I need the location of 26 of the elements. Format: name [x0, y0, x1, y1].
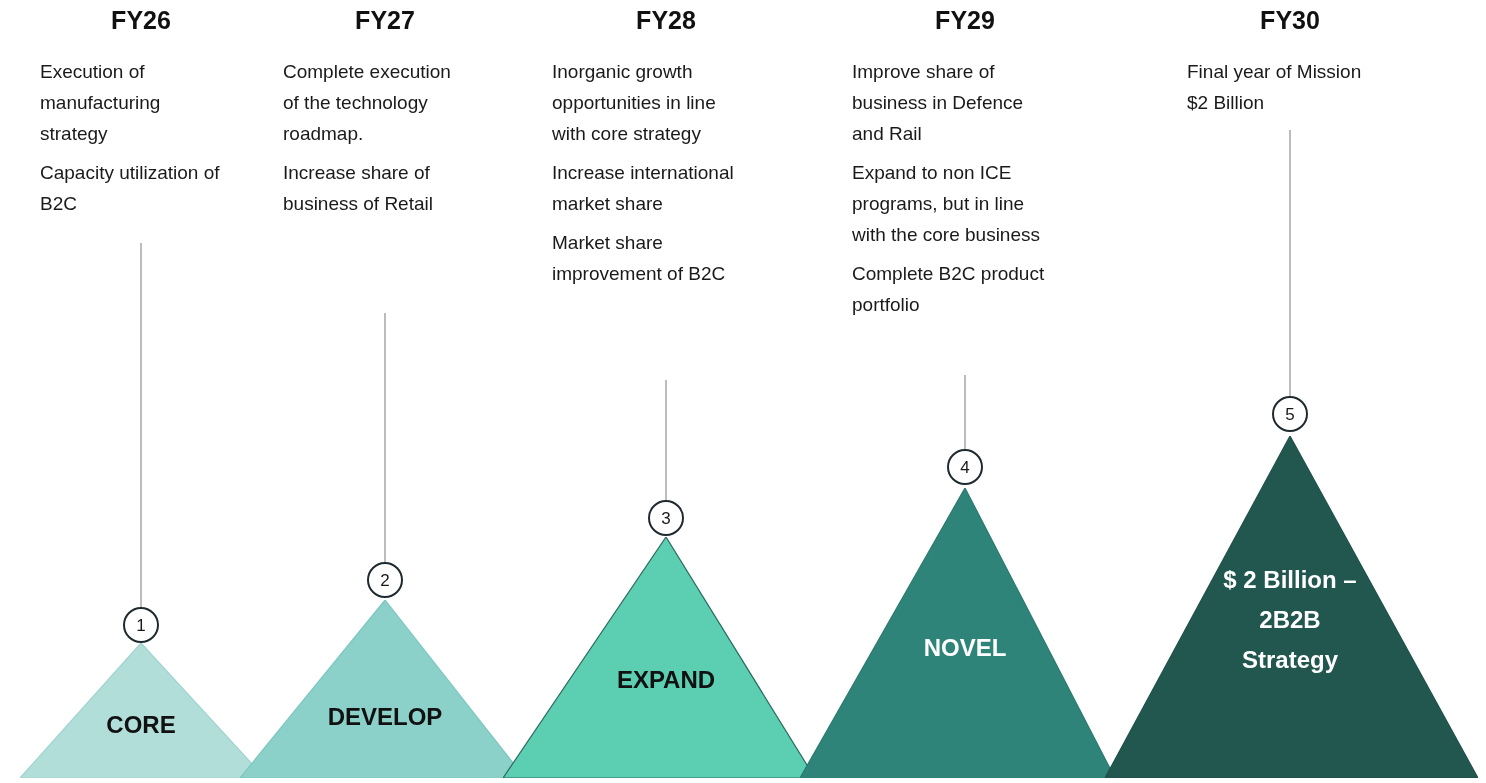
stage-label: EXPAND	[615, 665, 717, 695]
year-heading: FY29	[935, 5, 995, 36]
stage-label: DEVELOP	[326, 702, 444, 732]
goal-text: Increase international market share	[552, 161, 735, 216]
goal-text: Inorganic growth opportunities in line with core strategy	[552, 60, 717, 146]
stage-label: CORE	[105, 710, 177, 740]
goal-text: Execution of manufacturing strategy	[40, 60, 162, 146]
leader-line	[665, 379, 667, 501]
year-heading: FY26	[111, 5, 171, 36]
leader-line	[964, 374, 966, 450]
stage-label: NOVEL	[922, 633, 1008, 663]
goal-text: Final year of Mission $2 Billion	[1187, 60, 1362, 115]
goal-text: Capacity utilization of B2C	[40, 161, 221, 216]
goal-text: Market share improvement of B2C	[552, 231, 727, 286]
goal-text: Improve share of business in Defence and Rail	[852, 60, 1025, 146]
year-heading: FY27	[355, 5, 415, 36]
goal-text: Increase share of business of Retail	[283, 161, 434, 216]
leader-line	[384, 312, 386, 563]
stage-label: $ 2 Billion – 2B2B Strategy	[1222, 565, 1358, 675]
year-heading: FY30	[1260, 5, 1320, 36]
goal-text: Expand to non ICE programs, but in line with the core business	[852, 161, 1041, 247]
year-heading: FY28	[636, 5, 696, 36]
goal-text: Complete B2C product portfolio	[852, 262, 1046, 317]
leader-line	[140, 242, 142, 608]
goal-text: Complete execution of the technology roadmap.	[283, 60, 452, 146]
leader-line	[1289, 129, 1291, 397]
